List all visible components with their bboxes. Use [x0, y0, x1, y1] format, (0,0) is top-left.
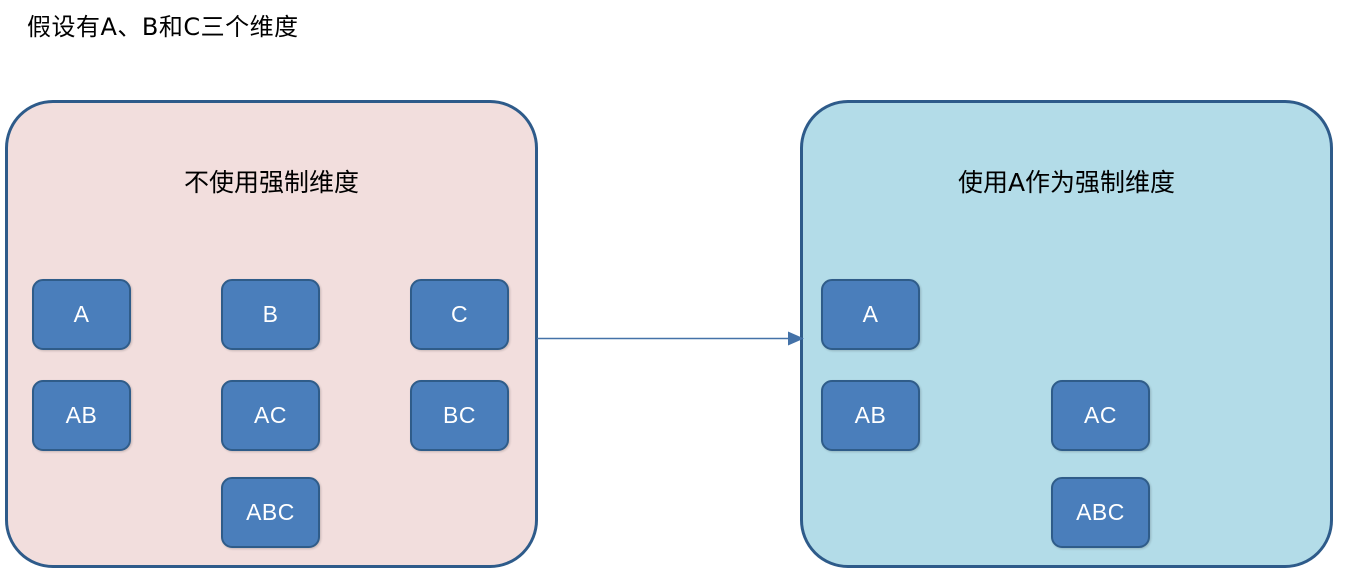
- cube-forced-dimension-a-a[interactable]: A: [821, 279, 920, 350]
- cube-forced-dimension-a-ab[interactable]: AB: [821, 380, 920, 451]
- page-title: 假设有A、B和C三个维度: [27, 13, 299, 41]
- cube-no-forced-dimension-bc[interactable]: BC: [410, 380, 509, 451]
- panel-forced-dimension-a: 使用A作为强制维度 A AB AC ABC: [800, 100, 1333, 568]
- cube-forced-dimension-a-abc[interactable]: ABC: [1051, 477, 1150, 548]
- cube-no-forced-dimension-b[interactable]: B: [221, 279, 320, 350]
- panel-title-left: 不使用强制维度: [183, 168, 359, 197]
- panel-title-right: 使用A作为强制维度: [957, 168, 1176, 197]
- cube-no-forced-dimension-a[interactable]: A: [32, 279, 131, 350]
- cube-no-forced-dimension-c[interactable]: C: [410, 279, 509, 350]
- transform-arrow-icon: [537, 331, 804, 346]
- cube-forced-dimension-a-ac[interactable]: AC: [1051, 380, 1150, 451]
- cube-no-forced-dimension-abc[interactable]: ABC: [221, 477, 320, 548]
- cube-no-forced-dimension-ab[interactable]: AB: [32, 380, 131, 451]
- arrow-head: [788, 331, 804, 346]
- cube-no-forced-dimension-ac[interactable]: AC: [221, 380, 320, 451]
